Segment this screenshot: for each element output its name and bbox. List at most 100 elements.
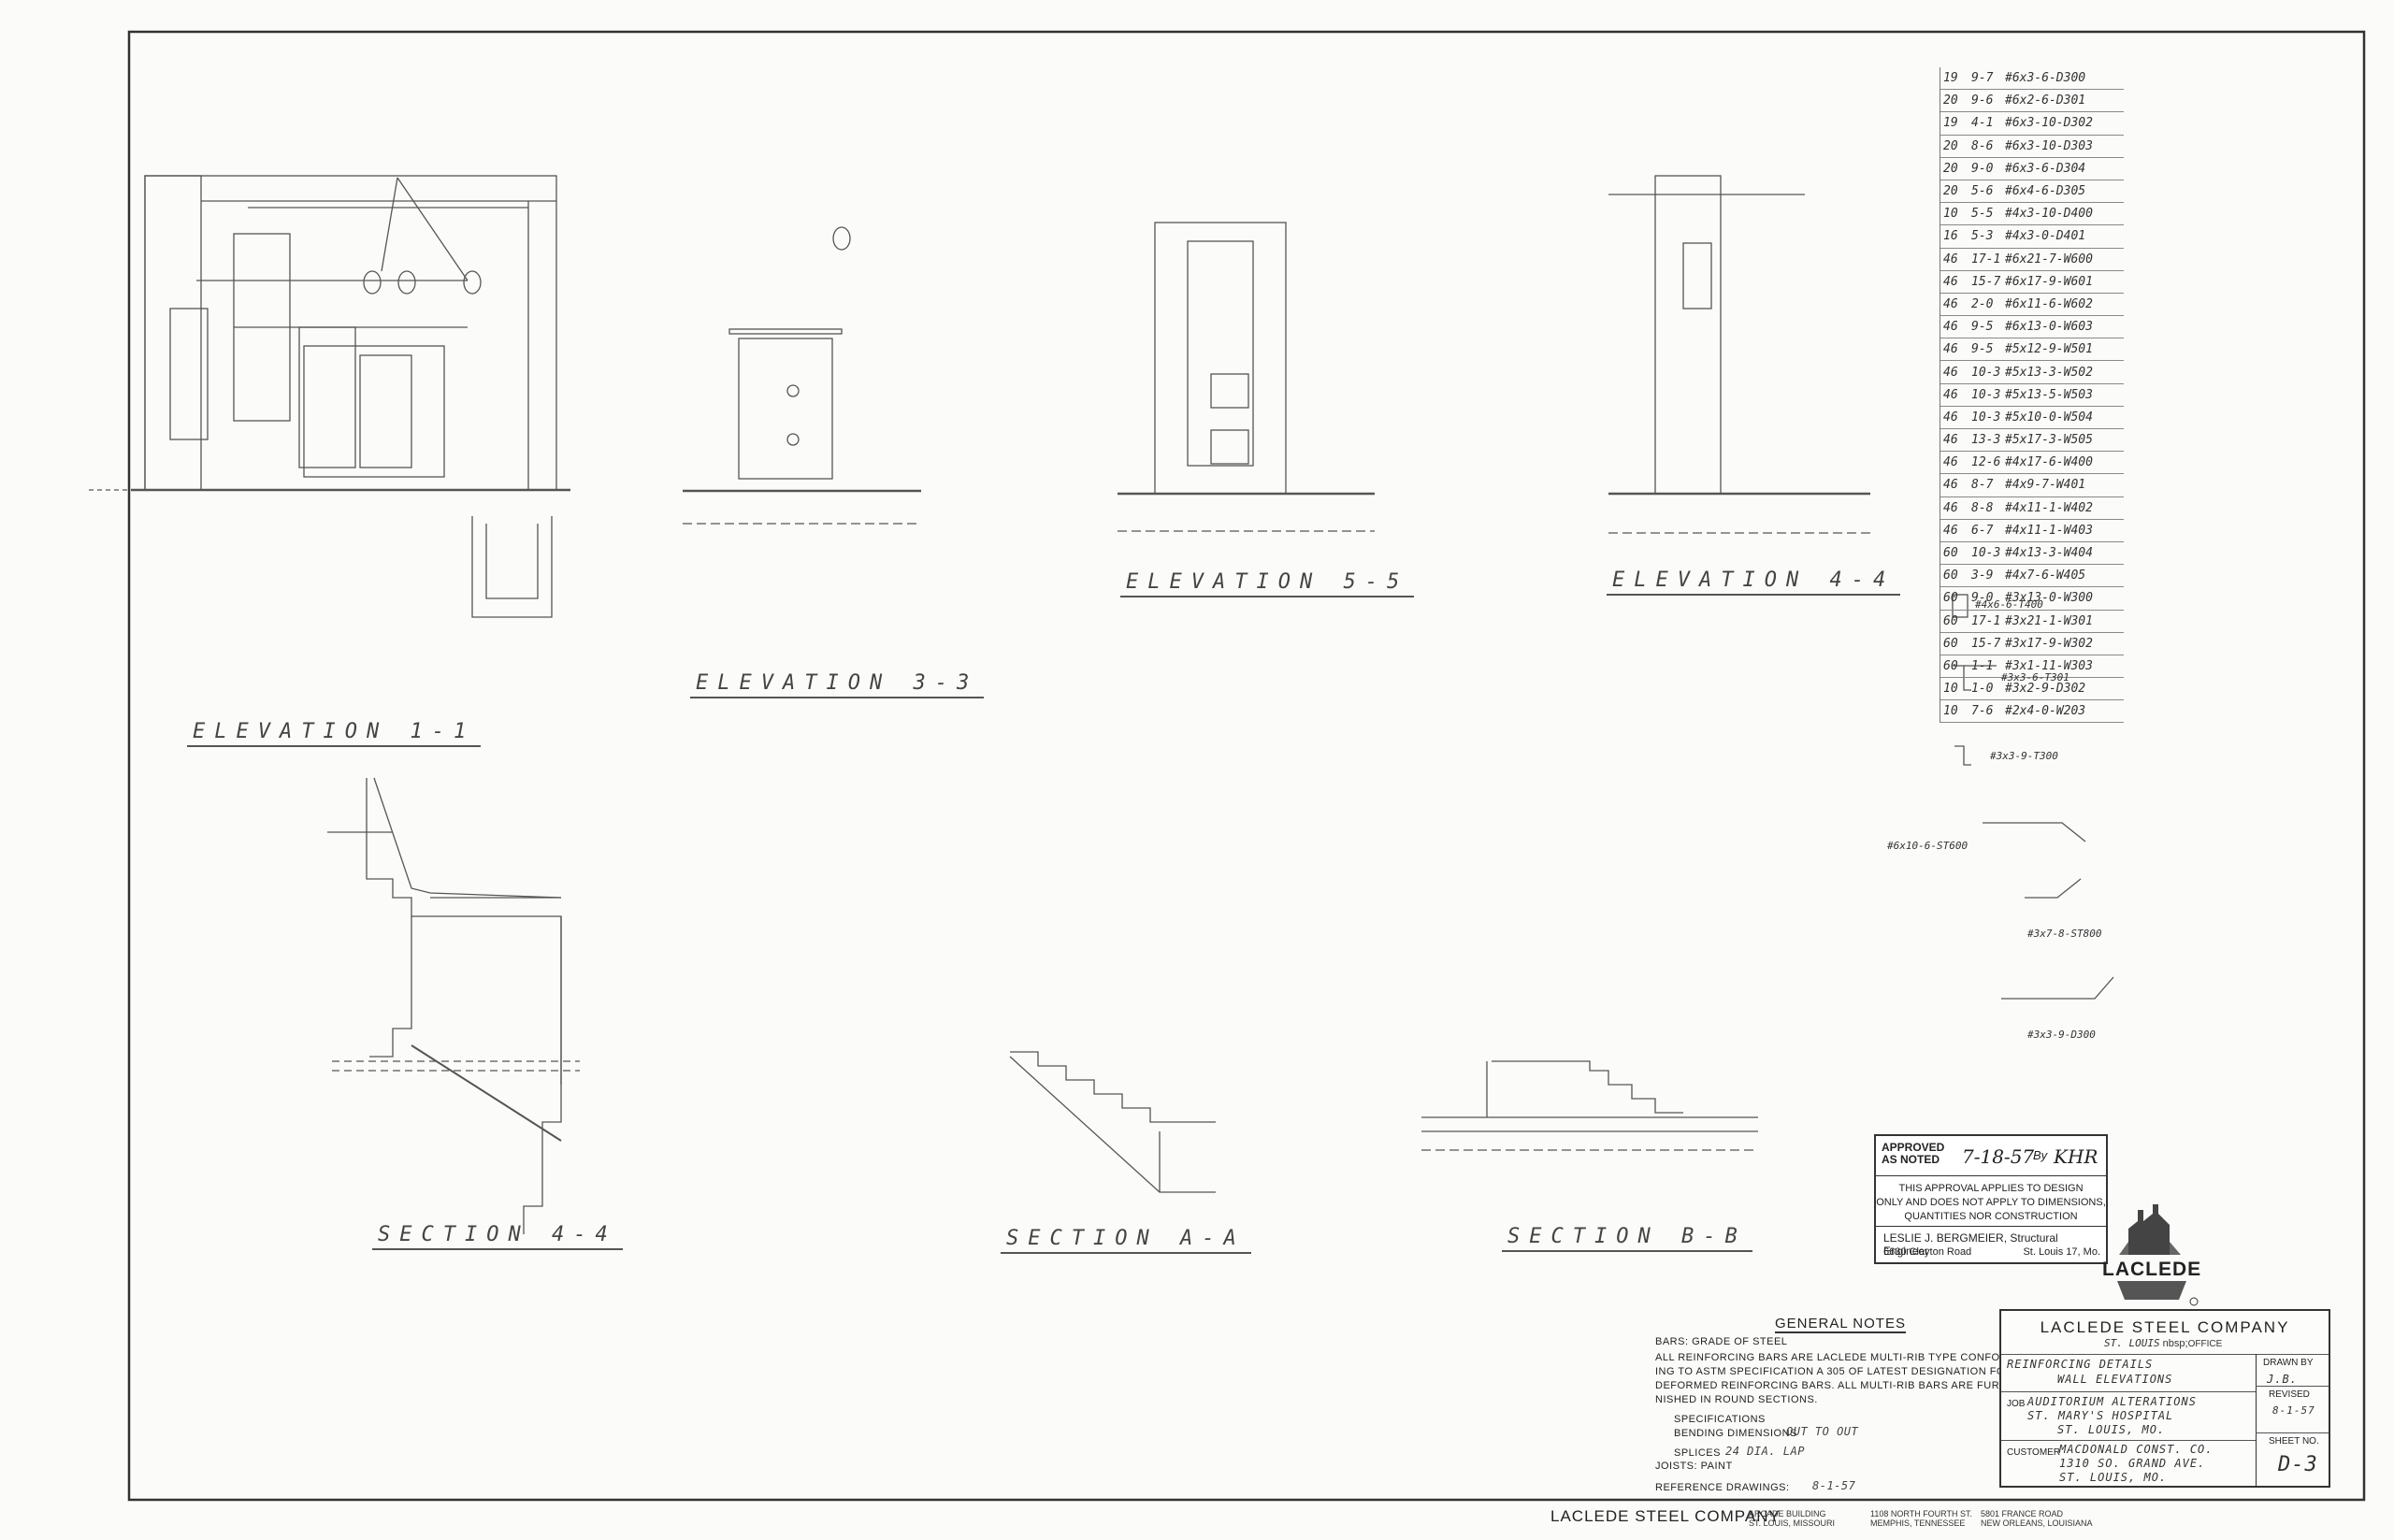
schedule-length: 9-7 [1971, 71, 1994, 86]
schedule-qty: 60 [1943, 636, 1958, 651]
elevation-1-1-drawing [89, 175, 570, 618]
footer-addr-2a: 1108 NORTH FOURTH ST. [1870, 1509, 1973, 1518]
tb-job-3: ST. LOUIS, MO. [2057, 1423, 2166, 1436]
schedule-length: 9-5 [1971, 342, 1994, 357]
footer-company: LACLEDE STEEL COMPANY [1550, 1507, 1781, 1525]
notes-bars: BARS: GRADE OF STEEL [1655, 1336, 1788, 1347]
schedule-qty: 46 [1943, 500, 1958, 515]
schedule-mark: #6x4-6-D305 [2005, 184, 2086, 199]
schedule-mark: #4x11-1-W403 [2005, 523, 2093, 538]
schedule-qty: 20 [1943, 138, 1958, 153]
schedule-mark: #6x13-0-W603 [2005, 320, 2093, 335]
notes-body-1: ALL REINFORCING BARS ARE LACLEDE MULTI-R… [1655, 1352, 2021, 1363]
schedule-length: 15-7 [1971, 636, 2001, 651]
schedule-length: 10-3 [1971, 387, 2001, 402]
footer-address-3: 5801 FRANCE ROAD NEW ORLEANS, LOUISIANA [1981, 1509, 2093, 1528]
tb-title-1: REINFORCING DETAILS [2007, 1358, 2154, 1371]
schedule-mark: #6x17-9-W601 [2005, 274, 2093, 289]
schedule-length: 5-6 [1971, 184, 1994, 199]
schedule-mark: #3x21-1-W301 [2005, 613, 2093, 628]
schedule-length: 12-6 [1971, 455, 2001, 470]
tb-company: LACLEDE STEEL COMPANY [2040, 1318, 2290, 1336]
title-elevation-4-4: ELEVATION 4-4 [1607, 569, 1901, 596]
schedule-length: 10-3 [1971, 410, 2001, 425]
notes-body-2: ING TO ASTM SPECIFICATION A 305 OF LATES… [1655, 1366, 2013, 1377]
tb-sheet-label: SHEET NO. [2269, 1436, 2319, 1446]
steel-mill-icon [2119, 1204, 2181, 1255]
tb-office-label: OFFICE [2187, 1339, 2223, 1349]
footer-address-1: ARCADE BUILDING ST. LOUIS, MISSOURI [1749, 1509, 1835, 1528]
general-notes-title: GENERAL NOTES [1775, 1316, 1906, 1333]
schedule-row: 46 10-3 #5x10-0-W504 [1940, 407, 2124, 429]
tb-drawn-by-value: J.B. [2267, 1373, 2298, 1386]
schedule-length: 5-5 [1971, 207, 1994, 222]
schedule-length: 9-0 [1971, 591, 1994, 606]
tb-office: ST. LOUIS nbsp;OFFICE [2104, 1337, 2223, 1349]
tb-office-city: ST. LOUIS [2104, 1337, 2160, 1349]
schedule-mark: #5x12-9-W501 [2005, 342, 2093, 357]
schedule-length: 17-1 [1971, 613, 2001, 628]
schedule-qty: 19 [1943, 116, 1958, 131]
schedule-mark: #6x11-6-W602 [2005, 296, 2093, 311]
stamp-initials: KHR [2054, 1145, 2098, 1168]
schedule-qty: 19 [1943, 71, 1958, 86]
stamp-line-1: THIS APPROVAL APPLIES TO DESIGN [1898, 1183, 2084, 1194]
tb-job-label: JOB [2007, 1399, 2026, 1409]
footer-addr-2b: MEMPHIS, TENNESSEE [1870, 1518, 1966, 1528]
schedule-mark: #6x3-10-D302 [2005, 116, 2093, 131]
schedule-mark: #5x13-5-W503 [2005, 387, 2093, 402]
schedule-mark: #3x1-11-W303 [2005, 658, 2093, 673]
bar-mark-t301: #3x3-6-T301 [2001, 671, 2070, 684]
title-section-4-4: SECTION 4-4 [372, 1223, 623, 1250]
schedule-length: 2-0 [1971, 296, 1994, 311]
notes-reference-value: 8-1-57 [1812, 1479, 1856, 1492]
schedule-length: 9-0 [1971, 161, 1994, 176]
notes-bending-value: OUT TO OUT [1786, 1425, 1859, 1438]
schedule-qty: 46 [1943, 274, 1958, 289]
title-section-b-b: SECTION B-B [1502, 1225, 1752, 1252]
schedule-qty: 16 [1943, 229, 1958, 244]
schedule-qty: 60 [1943, 591, 1958, 606]
schedule-mark: #4x11-1-W402 [2005, 500, 2093, 515]
schedule-qty: 20 [1943, 94, 1958, 108]
sheet-border [127, 30, 2366, 1502]
notes-body-4: NISHED IN ROUND SECTIONS. [1655, 1394, 1818, 1405]
footer-address-2: 1108 NORTH FOURTH ST. MEMPHIS, TENNESSEE [1870, 1509, 1972, 1528]
section-a-a-drawing [1009, 1051, 1216, 1193]
schedule-qty: 46 [1943, 365, 1958, 380]
tb-sheet-value: D-3 [2278, 1453, 2318, 1476]
schedule-qty: 46 [1943, 478, 1958, 493]
schedule-qty: 60 [1943, 658, 1958, 673]
schedule-qty: 46 [1943, 455, 1958, 470]
schedule-length: 9-5 [1971, 320, 1994, 335]
schedule-mark: #4x13-3-W404 [2005, 546, 2093, 561]
stamp-address: 6630 Clayton Road [1883, 1246, 1972, 1258]
schedule-mark: #4x3-10-D400 [2005, 207, 2093, 222]
schedule-length: 5-3 [1971, 229, 1994, 244]
bar-mark-st800: #3x7-8-ST800 [2027, 928, 2102, 940]
elevation-3-3-drawing [683, 226, 921, 525]
tb-revised-value: 8-1-57 [2272, 1404, 2315, 1417]
schedule-length: 8-7 [1971, 478, 1994, 493]
notes-splices-value: 24 DIA. LAP [1725, 1445, 1805, 1458]
tb-revised-label: REVISED [2269, 1389, 2310, 1400]
schedule-mark: #5x10-0-W504 [2005, 410, 2093, 425]
schedule-qty: 46 [1943, 410, 1958, 425]
notes-body-3: DEFORMED REINFORCING BARS. ALL MULTI-RIB… [1655, 1380, 2004, 1391]
schedule-qty: 20 [1943, 184, 1958, 199]
schedule-length: 1-0 [1971, 682, 1994, 697]
